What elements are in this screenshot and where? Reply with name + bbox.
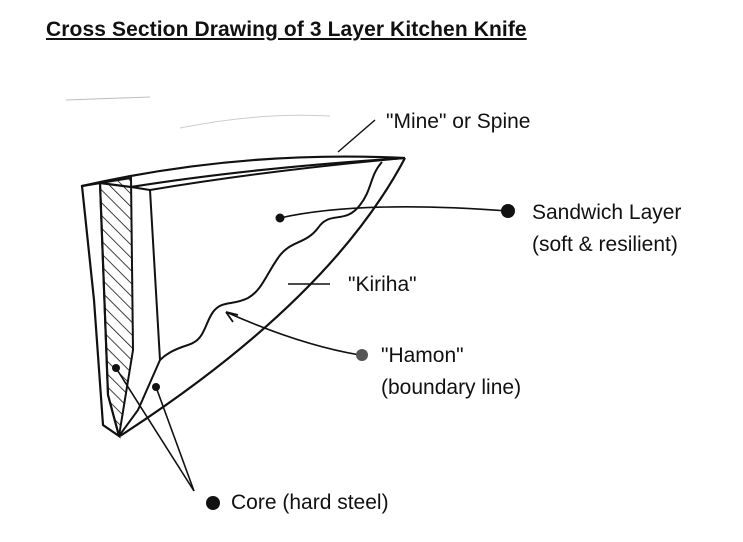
label-mine-spine: "Mine" or Spine xyxy=(386,110,531,133)
spine-inner-line xyxy=(130,186,151,191)
hamon-label-dot xyxy=(356,349,368,361)
label-kiriha: "Kiriha" xyxy=(348,273,417,296)
sketch-stroke xyxy=(179,114,331,129)
label-hamon: "Hamon" xyxy=(381,344,464,367)
diagram-title: Cross Section Drawing of 3 Layer Kitchen… xyxy=(46,18,527,41)
core-leader-line-right xyxy=(155,386,195,492)
label-hamon-note: (boundary line) xyxy=(381,376,522,399)
hamon-arrow-head xyxy=(225,311,239,323)
label-sandwich-layer: Sandwich Layer xyxy=(532,201,682,224)
hamon-boundary-line xyxy=(159,161,383,361)
label-core: Core (hard steel) xyxy=(231,491,389,514)
core-leader-line-left xyxy=(115,367,195,492)
sandwich-leader-line xyxy=(279,206,509,219)
hamon-leader-line xyxy=(225,311,361,356)
core-label-dot xyxy=(206,496,220,510)
blade-edge-line xyxy=(118,189,162,437)
label-sandwich-layer-note: (soft & resilient) xyxy=(532,233,678,256)
sketch-stroke xyxy=(65,96,151,101)
mine-leader-line xyxy=(337,119,376,153)
sandwich-label-dot xyxy=(501,204,515,218)
blade-side-curve xyxy=(119,157,406,437)
spine-back-edge xyxy=(149,157,406,191)
